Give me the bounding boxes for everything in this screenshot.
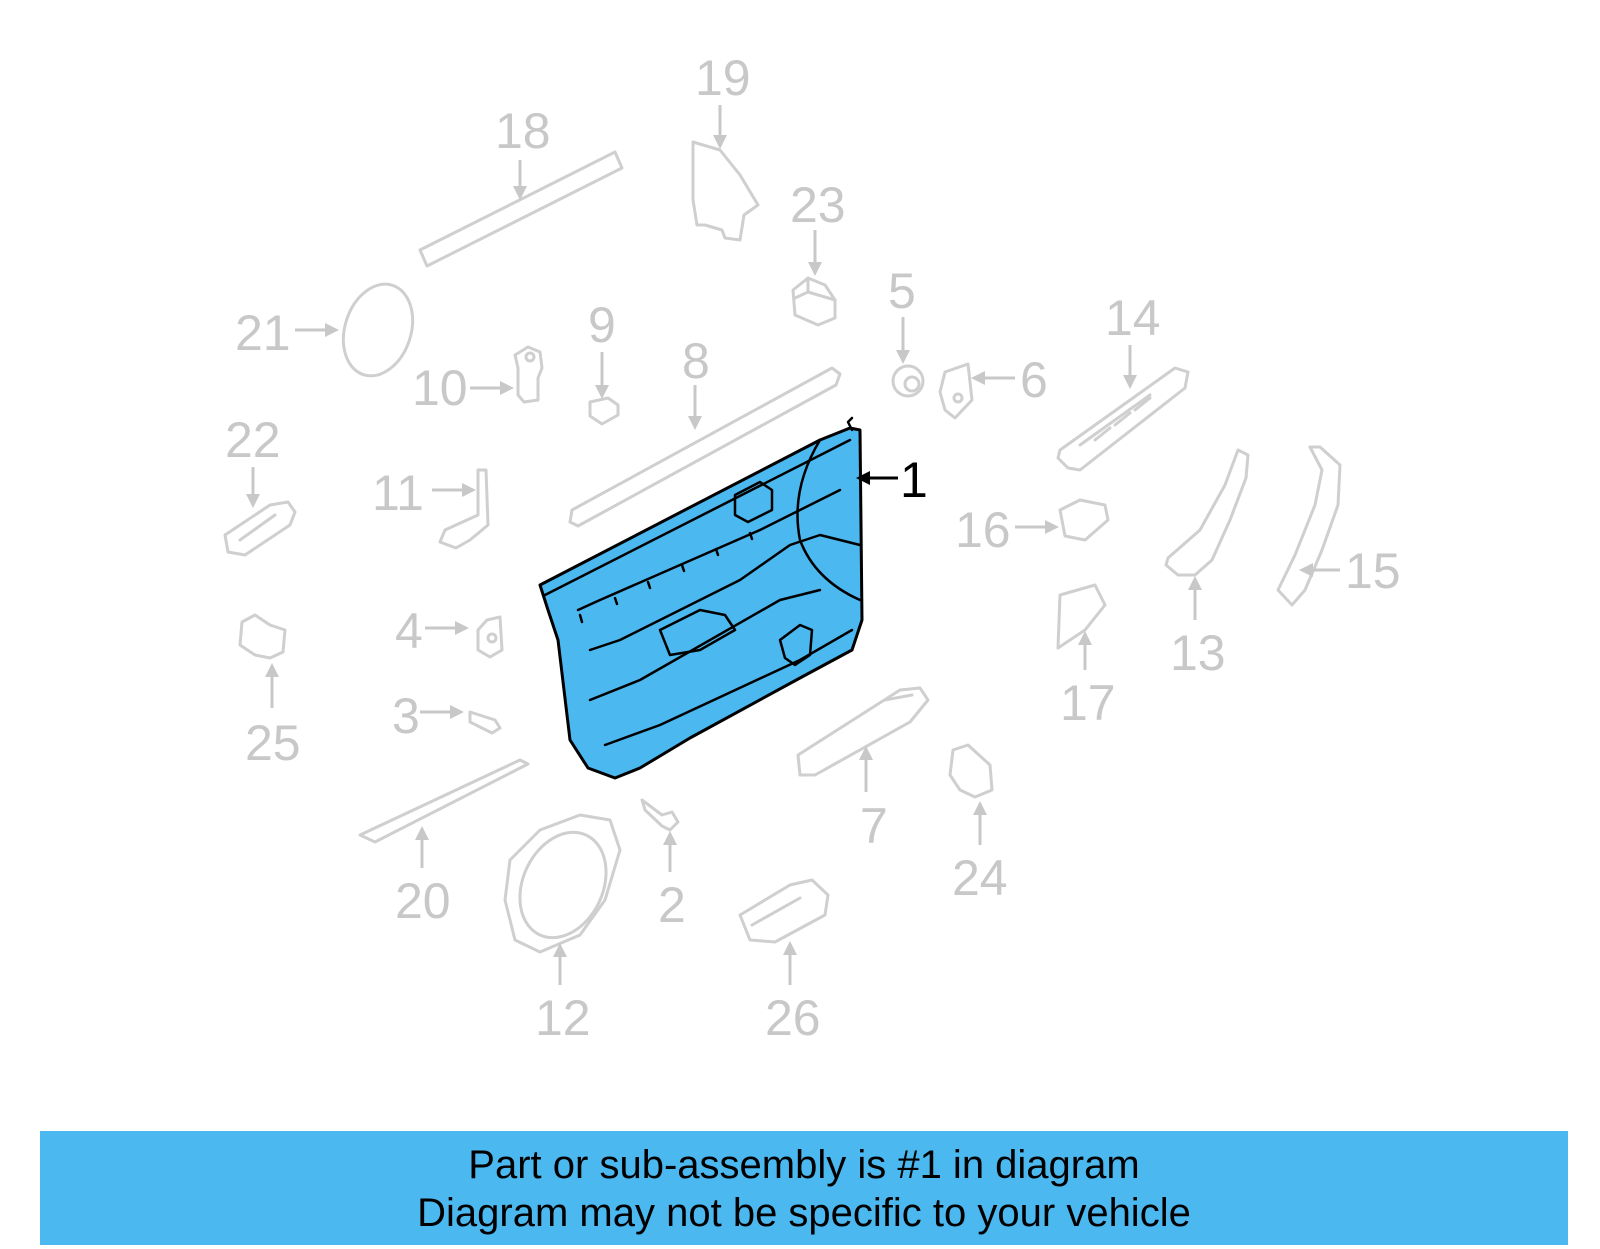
part-13-pull-handle [1164, 448, 1250, 577]
callout-22: 22 [225, 412, 281, 468]
part-11-bracket [438, 468, 490, 550]
callout-numbers: 18 19 23 21 5 9 14 8 6 10 22 1 11 16 15 … [225, 50, 1401, 1046]
callout-8: 8 [682, 333, 710, 389]
callout-15: 15 [1345, 543, 1401, 599]
part-17-cover [1056, 583, 1107, 650]
callout-12: 12 [535, 990, 591, 1046]
part-5-grommet [891, 364, 925, 398]
callout-1: 1 [900, 452, 928, 508]
callout-4: 4 [395, 603, 423, 659]
leader-arrows [246, 105, 1340, 985]
part-25-bracket [238, 613, 287, 660]
part-18-trim-strip [418, 150, 624, 268]
callout-3: 3 [392, 688, 420, 744]
part-9-clip [588, 396, 620, 426]
part-23-clip [791, 276, 837, 327]
banner-line-part-number: Part or sub-assembly is #1 in diagram [468, 1143, 1140, 1187]
parts-diagram: 18 19 23 21 5 9 14 8 6 10 22 1 11 16 15 … [223, 50, 1401, 1046]
banner-line-disclaimer: Diagram may not be specific to your vehi… [417, 1191, 1191, 1235]
part-8-belt-molding [568, 366, 842, 528]
callout-23: 23 [790, 177, 846, 233]
callout-20: 20 [395, 873, 451, 929]
callout-18: 18 [495, 103, 551, 159]
part-2-screw [640, 798, 680, 832]
callout-14: 14 [1105, 290, 1161, 346]
callout-9: 9 [588, 297, 616, 353]
part-24-bracket [948, 743, 994, 799]
part-4-clip [476, 615, 504, 659]
part-21-seal-ring [341, 282, 415, 378]
part-26-clip [738, 878, 830, 944]
part-12-speaker-bracket [503, 813, 622, 954]
callout-6: 6 [1020, 352, 1048, 408]
part-10-bracket [513, 345, 544, 404]
callout-2: 2 [658, 877, 686, 933]
callout-26: 26 [765, 990, 821, 1046]
part-1-door-trim-panel[interactable] [538, 416, 864, 780]
callout-24: 24 [952, 850, 1008, 906]
part-22-handle-bezel [223, 500, 297, 557]
callout-13: 13 [1170, 625, 1226, 681]
part-19-mirror-trim [691, 140, 760, 242]
part-7-handle-bezel [796, 686, 930, 777]
callout-17: 17 [1060, 675, 1116, 731]
part-20-sill-strip [358, 758, 530, 844]
part-3-screw [468, 710, 502, 735]
callout-16: 16 [955, 502, 1011, 558]
info-banner: Part or sub-assembly is #1 in diagram Di… [40, 1131, 1568, 1245]
callout-10: 10 [412, 360, 468, 416]
callout-5: 5 [888, 263, 916, 319]
callout-19: 19 [695, 50, 751, 106]
callout-21: 21 [235, 305, 291, 361]
callout-7: 7 [860, 798, 888, 854]
part-16-clip [1058, 498, 1110, 542]
callout-11: 11 [372, 465, 424, 521]
part-15-trim [1276, 445, 1342, 607]
part-14-switch-panel [1056, 366, 1190, 472]
callout-25: 25 [245, 715, 301, 771]
part-6-bracket [938, 362, 974, 420]
